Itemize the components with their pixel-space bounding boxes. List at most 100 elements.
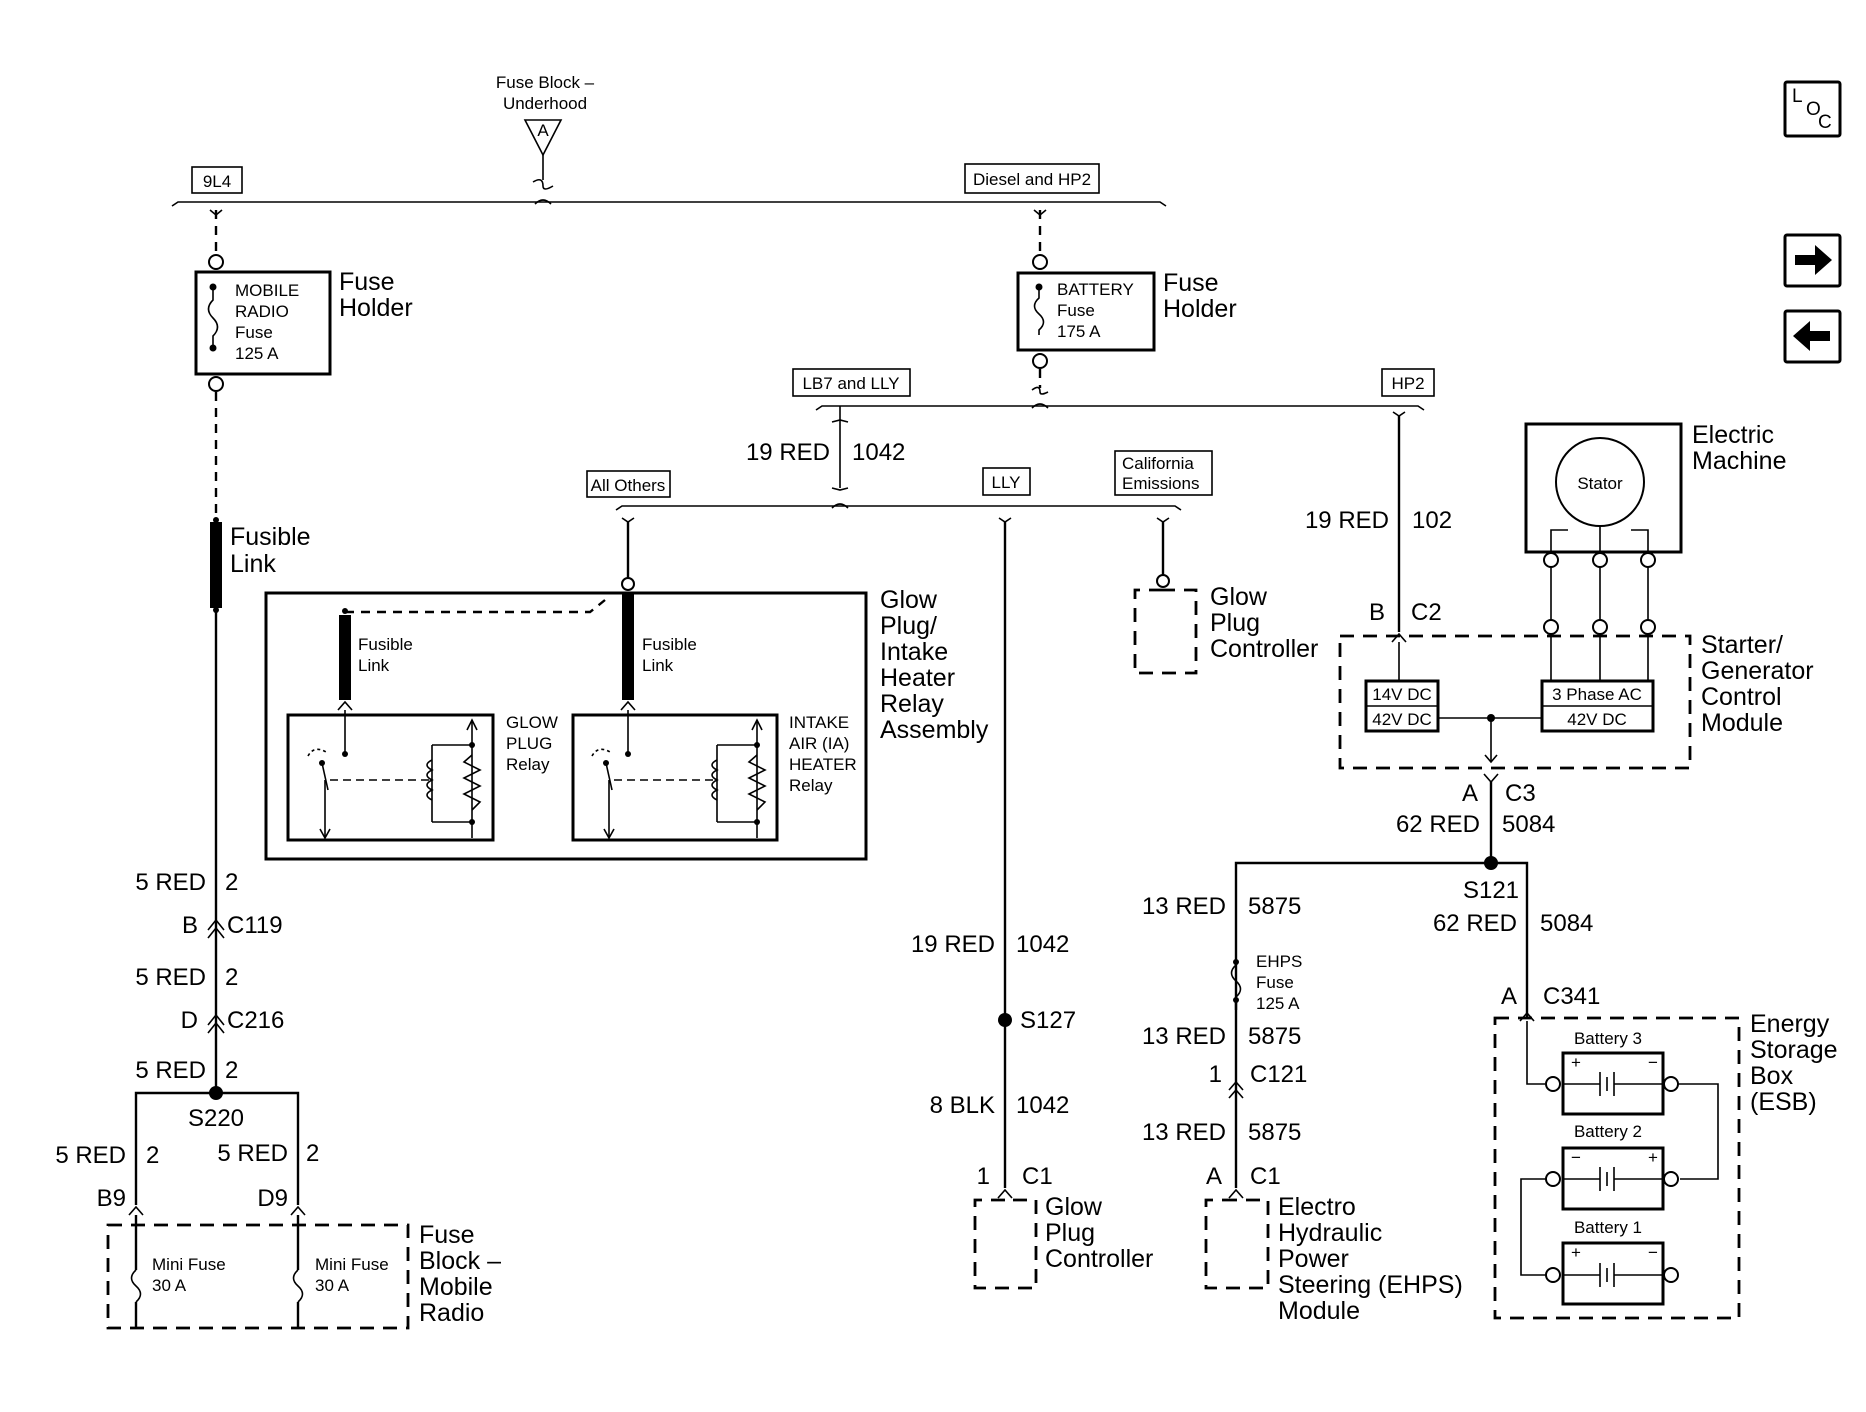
tag-lly: LLY — [982, 467, 1031, 496]
svg-text:A: A — [1501, 983, 1517, 1010]
arrow-left-icon — [1793, 321, 1830, 351]
svg-text:62 RED: 62 RED — [1396, 811, 1480, 838]
svg-text:14V DC: 14V DC — [1372, 685, 1432, 704]
energy-storage-box: Battery 3 + − Battery 2 − + — [1493, 1016, 1741, 1320]
svg-text:2: 2 — [225, 869, 238, 896]
resistor-icon — [747, 754, 767, 811]
connector-c216: D C216 — [181, 1007, 285, 1034]
battery-3-icon: + − — [1561, 1051, 1665, 1116]
fuse-block-mobile-radio: Mini Fuse 30 A Mini Fuse 30 A — [106, 1215, 410, 1330]
svg-text:LB7 and LLY: LB7 and LLY — [802, 374, 899, 393]
fuse-mobile-radio: MOBILE RADIO Fuse 125 A — [194, 270, 332, 376]
svg-text:C216: C216 — [227, 1007, 284, 1034]
svg-text:5 RED: 5 RED — [135, 869, 206, 896]
svg-text:Controller: Controller — [1210, 635, 1318, 663]
svg-text:−: − — [1648, 1243, 1658, 1262]
svg-text:A: A — [1462, 780, 1478, 807]
svg-text:5 RED: 5 RED — [217, 1140, 288, 1167]
svg-text:Plug: Plug — [1210, 609, 1260, 637]
svg-text:Block –: Block – — [419, 1247, 501, 1275]
svg-text:Battery 3: Battery 3 — [1574, 1029, 1642, 1048]
svg-text:Diesel and HP2: Diesel and HP2 — [973, 170, 1091, 189]
svg-text:California: California — [1122, 454, 1194, 473]
nav-forward-button[interactable] — [1783, 233, 1842, 288]
svg-text:Machine: Machine — [1692, 447, 1787, 475]
svg-text:5 RED: 5 RED — [135, 1057, 206, 1084]
fusible-link-main-label: Fusible Link — [230, 523, 311, 578]
svg-text:Underhood: Underhood — [503, 94, 587, 113]
svg-text:+: + — [1571, 1243, 1581, 1262]
svg-text:42V DC: 42V DC — [1372, 710, 1432, 729]
splice-s121: S121 — [1463, 877, 1519, 904]
svg-text:+: + — [1648, 1148, 1658, 1167]
wire-label-5red-2-d: 5 RED 2 — [55, 1142, 159, 1169]
wire-label-13red-5875-b: 13 RED 5875 — [1142, 1023, 1301, 1050]
wire-label-62red-5084-b: 62 RED 5084 — [1433, 910, 1593, 937]
svg-text:L: L — [1792, 86, 1803, 107]
svg-text:BATTERY: BATTERY — [1057, 280, 1134, 299]
ehps-fuse-symbol-icon — [1230, 964, 1242, 998]
arrow-right-icon — [1795, 245, 1832, 275]
nav-loc-button[interactable]: L O C — [1783, 80, 1842, 138]
svg-text:1: 1 — [1209, 1061, 1222, 1088]
svg-text:Starter/: Starter/ — [1701, 631, 1783, 659]
svg-text:Glow: Glow — [1045, 1193, 1103, 1221]
svg-text:30 A: 30 A — [315, 1276, 350, 1295]
relay-coil-icon — [711, 759, 719, 801]
svg-text:13 RED: 13 RED — [1142, 893, 1226, 920]
svg-text:5 RED: 5 RED — [55, 1142, 126, 1169]
svg-text:Hydraulic: Hydraulic — [1278, 1219, 1382, 1247]
svg-text:−: − — [1648, 1053, 1658, 1072]
tag-9l4: 9L4 — [191, 166, 243, 194]
tag-lb7-lly: LB7 and LLY — [792, 368, 911, 397]
glow-plug-controller-lower: Glow Plug Controller — [973, 1193, 1153, 1290]
svg-text:Battery 1: Battery 1 — [1574, 1218, 1642, 1237]
nav-back-button[interactable] — [1783, 309, 1842, 364]
svg-text:1042: 1042 — [852, 439, 905, 466]
svg-text:Fusible: Fusible — [230, 523, 311, 551]
bus-all-others — [615, 505, 1182, 511]
svg-text:Power: Power — [1278, 1245, 1349, 1273]
svg-text:2: 2 — [306, 1140, 319, 1167]
svg-text:D: D — [181, 1007, 198, 1034]
svg-text:(ESB): (ESB) — [1750, 1088, 1817, 1116]
electric-machine: Stator — [1524, 422, 1683, 568]
connector-c119: B C119 — [182, 912, 283, 939]
svg-text:Electro: Electro — [1278, 1193, 1356, 1221]
svg-text:C3: C3 — [1505, 780, 1536, 807]
svg-text:1: 1 — [977, 1163, 990, 1190]
connector-c3: A C3 — [1462, 773, 1536, 807]
fusible-link-2 — [622, 593, 634, 700]
svg-text:Relay: Relay — [789, 776, 833, 795]
fuse-block-mobile-radio-label: Fuse Block – Mobile Radio — [419, 1221, 501, 1327]
splice-s220: S220 — [188, 1105, 244, 1132]
svg-text:PLUG: PLUG — [506, 734, 552, 753]
wire-label-19red-1042: 19 RED 1042 — [746, 439, 905, 466]
wire-label-5red-2-c: 5 RED 2 — [135, 1057, 238, 1084]
fuse-block-triangle-icon — [523, 119, 563, 157]
svg-text:62 RED: 62 RED — [1433, 910, 1517, 937]
svg-text:175 A: 175 A — [1057, 322, 1101, 341]
svg-text:C2: C2 — [1411, 599, 1442, 626]
svg-text:Emissions: Emissions — [1122, 474, 1199, 493]
glow-plug-intake-heater-relay-assembly: Fusible Link Fusible Link GLOW PLUG — [264, 591, 868, 861]
svg-text:Plug/: Plug/ — [880, 612, 937, 640]
svg-text:Fuse: Fuse — [1256, 973, 1294, 992]
svg-text:125 A: 125 A — [235, 344, 279, 363]
svg-text:1042: 1042 — [1016, 931, 1069, 958]
svg-text:Module: Module — [1278, 1297, 1360, 1325]
svg-text:5875: 5875 — [1248, 1119, 1301, 1146]
bus-lb7-lly-hp2 — [815, 405, 1425, 411]
wire-label-13red-5875-c: 13 RED 5875 — [1142, 1119, 1301, 1146]
svg-text:−: − — [1571, 1148, 1581, 1167]
wire-label-19red-102: 19 RED 102 — [1305, 507, 1452, 534]
svg-text:Fuse: Fuse — [1057, 301, 1095, 320]
pin-b9: B9 — [97, 1185, 126, 1212]
fuse-block-underhood: Fuse Block – Underhood A — [496, 73, 595, 190]
connector-c121: 1 C121 — [1209, 1061, 1307, 1099]
resistor-icon — [462, 754, 482, 811]
svg-text:AIR (IA): AIR (IA) — [789, 734, 849, 753]
starter-generator-label: Starter/ Generator Control Module — [1701, 631, 1814, 737]
wire-label-8blk-1042: 8 BLK 1042 — [930, 1092, 1070, 1119]
